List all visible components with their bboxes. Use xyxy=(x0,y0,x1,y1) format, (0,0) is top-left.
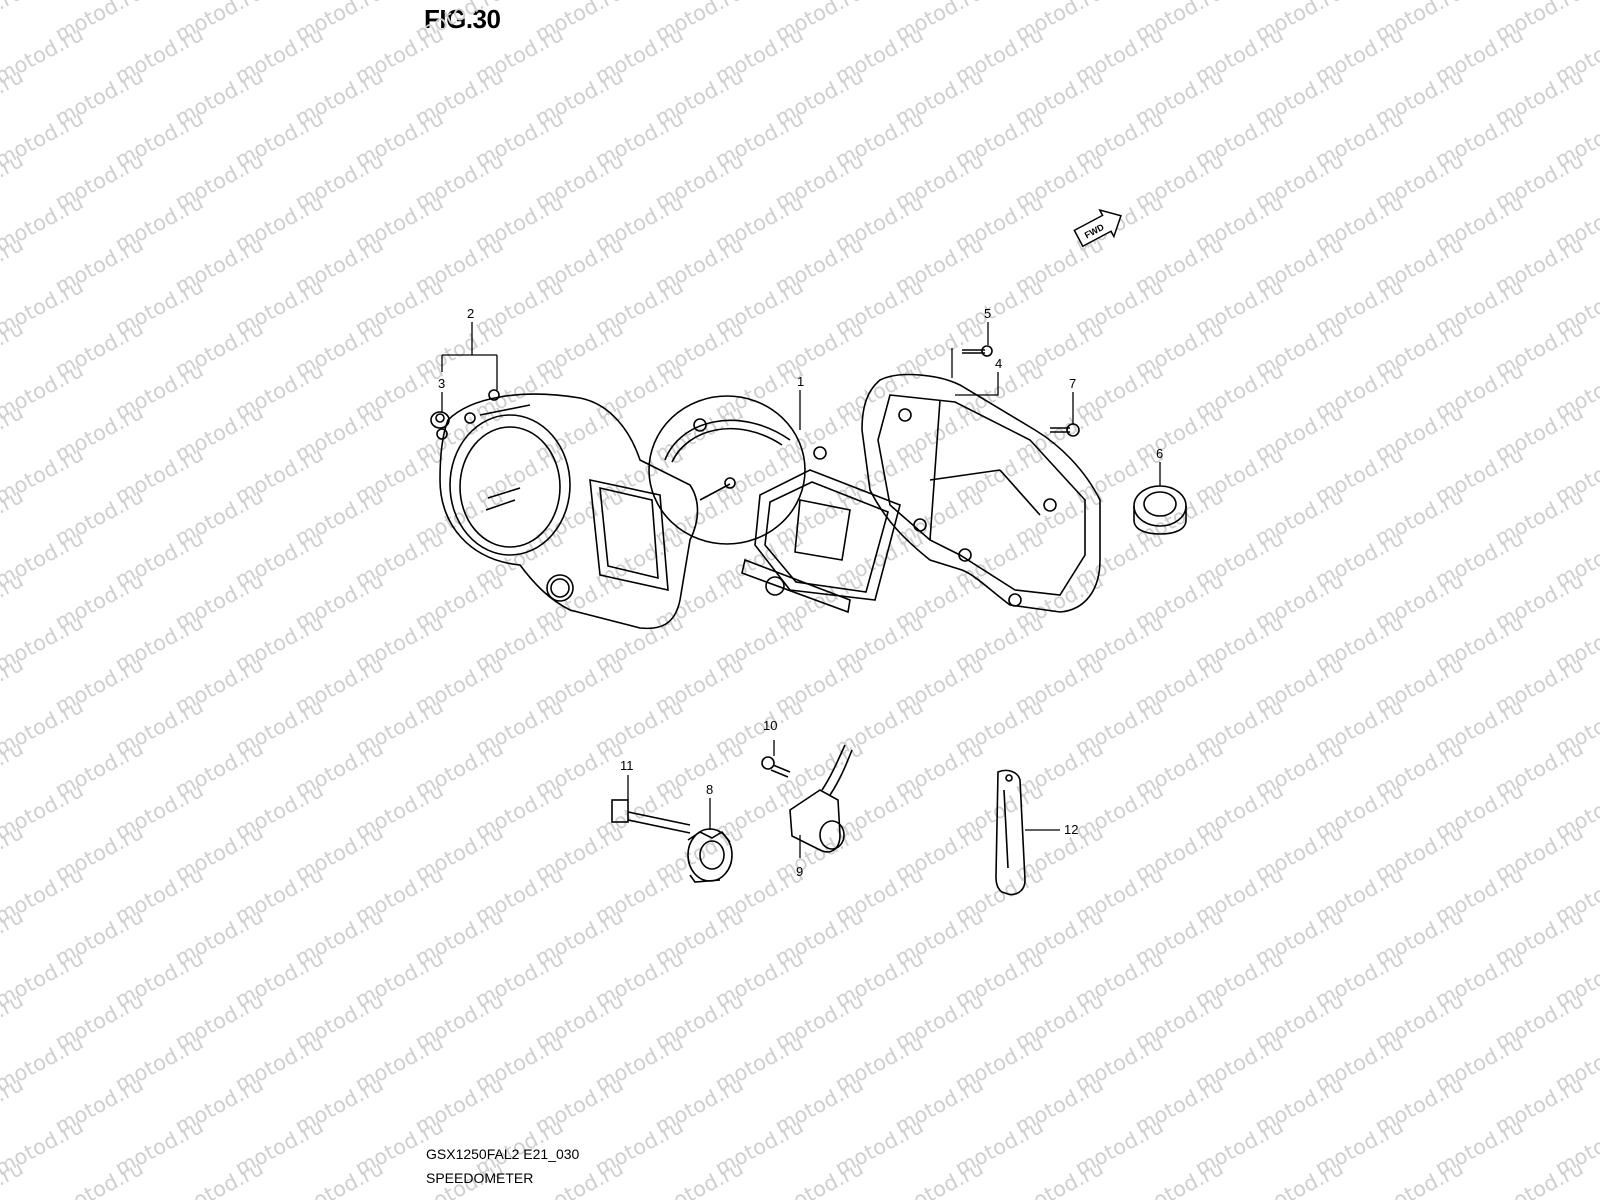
sensor-part-9 xyxy=(789,744,853,853)
leader-lines xyxy=(441,322,1161,858)
figure-title: FIG.30 xyxy=(424,4,501,34)
callout-4: 4 xyxy=(995,356,1002,371)
watermark-text: motod.ru xyxy=(51,1156,147,1200)
watermark-text: motod.ru xyxy=(891,1156,987,1200)
watermark-text: motod.ru xyxy=(1251,1156,1347,1200)
fwd-arrow-icon: FWD xyxy=(1073,208,1122,248)
callout-11: 11 xyxy=(620,758,634,773)
meter-case-part xyxy=(861,373,1101,613)
rotor-part-8 xyxy=(687,828,733,883)
callout-9: 9 xyxy=(796,864,803,879)
figure-caption: SPEEDOMETER xyxy=(426,1170,534,1186)
watermark-text: motod.ru xyxy=(171,1156,267,1200)
callout-6: 6 xyxy=(1156,446,1163,461)
bolt-part-11 xyxy=(611,799,691,834)
watermark-text: motod.ru xyxy=(1131,1156,1227,1200)
callout-12: 12 xyxy=(1064,822,1078,837)
watermark-text: motod.ru xyxy=(771,1156,867,1200)
callout-5: 5 xyxy=(984,306,991,321)
callout-2: 2 xyxy=(467,306,474,321)
figure-code: GSX1250FAL2 E21_030 xyxy=(426,1146,580,1162)
callout-7: 7 xyxy=(1069,376,1076,391)
callout-3: 3 xyxy=(438,376,445,391)
callout-1: 1 xyxy=(797,374,804,389)
watermark-text: motod.ru xyxy=(0,0,27,46)
bolt-part-10 xyxy=(761,756,791,778)
callout-labels: 1 2 3 4 5 6 7 8 9 10 11 12 xyxy=(438,306,1163,879)
meter-assembly-part xyxy=(648,395,901,614)
watermark-text: motod.ru xyxy=(291,1156,387,1200)
clamp-part-12 xyxy=(995,769,1026,896)
meter-cover-part xyxy=(436,389,699,630)
watermark-text: motod.ru xyxy=(1491,1156,1587,1200)
grommet-part-3 xyxy=(430,411,450,429)
callout-10: 10 xyxy=(763,718,777,733)
watermark-text: motod.ru xyxy=(531,1156,627,1200)
callout-8: 8 xyxy=(706,782,713,797)
screw-part-5 xyxy=(962,345,993,357)
watermark-text: motod.ru xyxy=(1371,1156,1467,1200)
watermark-text: motod.ru xyxy=(651,1156,747,1200)
watermark-text: motod.ru xyxy=(1011,1156,1107,1200)
